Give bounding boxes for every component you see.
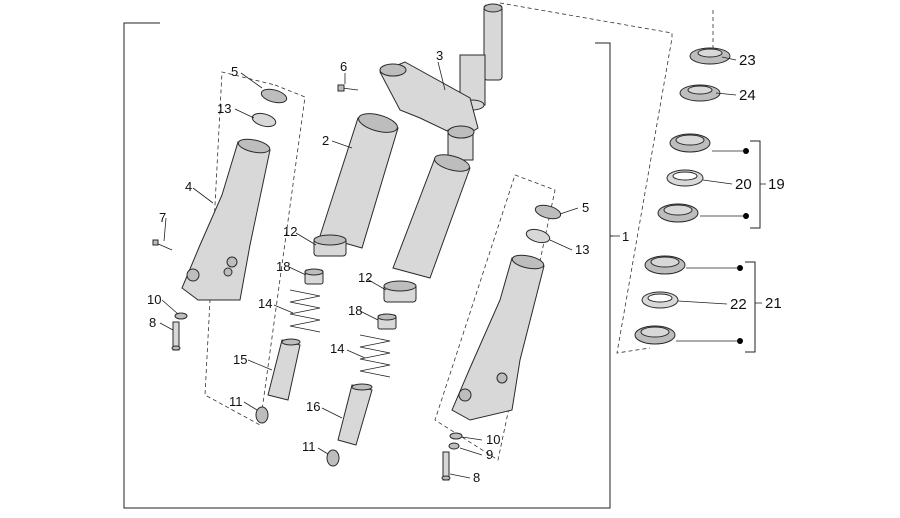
callout-16: 16 (306, 399, 320, 414)
callout-13-left: 13 (217, 101, 231, 116)
washer-18-left (304, 268, 324, 285)
bearing-cup-21-top (644, 255, 686, 275)
oil-seal-left (251, 112, 277, 128)
assembly-frame-1 (123, 22, 611, 509)
callout-3: 3 (436, 48, 443, 63)
callout-7: 7 (159, 210, 166, 225)
callout-21: 21 (765, 295, 782, 312)
dust-seal-right (534, 204, 562, 220)
bushing-left (313, 234, 347, 257)
bracket-19 (750, 140, 761, 229)
callout-19: 19 (768, 176, 785, 193)
right-leg-dashed-outline (434, 174, 556, 461)
cap-11-right (326, 449, 340, 467)
callout-22: 22 (730, 296, 747, 313)
callout-14-right: 14 (330, 341, 344, 356)
oil-seal-right (525, 228, 551, 244)
washer-10-left (174, 312, 188, 320)
washer-9 (448, 442, 460, 450)
spring-left (289, 289, 321, 333)
washer-10-right (449, 432, 463, 440)
callout-11-right: 11 (302, 439, 316, 454)
callout-18-right: 18 (348, 303, 362, 318)
steering-stem (379, 3, 503, 161)
callout-13-right: 13 (575, 242, 589, 257)
callout-20: 20 (735, 176, 752, 193)
bearing-cover-23 (689, 47, 731, 65)
callout-4: 4 (185, 179, 192, 194)
damper-15 (267, 338, 301, 401)
leader-lines (159, 56, 746, 479)
callout-10-right: 10 (486, 432, 500, 447)
screw-7 (152, 239, 173, 251)
callout-12-left: 12 (283, 224, 297, 239)
dust-seal-left (260, 88, 288, 104)
callout-5-right: 5 (582, 200, 589, 215)
bushing-right (383, 280, 417, 303)
bolt-8-right (441, 451, 451, 481)
bracket-21 (745, 261, 756, 353)
bearing-ring-22 (641, 291, 679, 309)
bearing-cup-top (669, 133, 711, 153)
callout-11-left: 11 (229, 394, 243, 409)
fork-tube-right (392, 154, 471, 279)
fork-tube-left (319, 113, 399, 249)
callout-10-left: 10 (147, 292, 161, 307)
damper-16 (337, 383, 373, 446)
callout-12-right: 12 (358, 270, 372, 285)
callout-5-left: 5 (231, 64, 238, 79)
spring-right (359, 334, 391, 378)
bearing-cup-bottom (657, 203, 699, 223)
lock-nut-24 (679, 84, 721, 102)
callout-23: 23 (739, 52, 756, 69)
right-fork-slider (451, 254, 545, 421)
callout-1: 1 (622, 229, 629, 244)
left-fork-slider (181, 138, 271, 301)
bolt-6 (337, 84, 359, 92)
callout-9: 9 (486, 447, 493, 462)
bolt-8-left (171, 321, 181, 351)
washer-18-right (377, 313, 397, 330)
callout-15: 15 (233, 352, 247, 367)
callout-8-right: 8 (473, 470, 480, 485)
cap-11-left (255, 406, 269, 424)
callout-8-left: 8 (149, 315, 156, 330)
callout-18-left: 18 (276, 259, 290, 274)
callout-24: 24 (739, 87, 756, 104)
callout-6: 6 (340, 59, 347, 74)
callout-2: 2 (322, 133, 329, 148)
bearing-ring-20 (666, 169, 704, 187)
left-leg-dashed-outline (204, 71, 306, 426)
bearing-cup-21-bottom (634, 325, 676, 345)
callout-14-left: 14 (258, 296, 272, 311)
